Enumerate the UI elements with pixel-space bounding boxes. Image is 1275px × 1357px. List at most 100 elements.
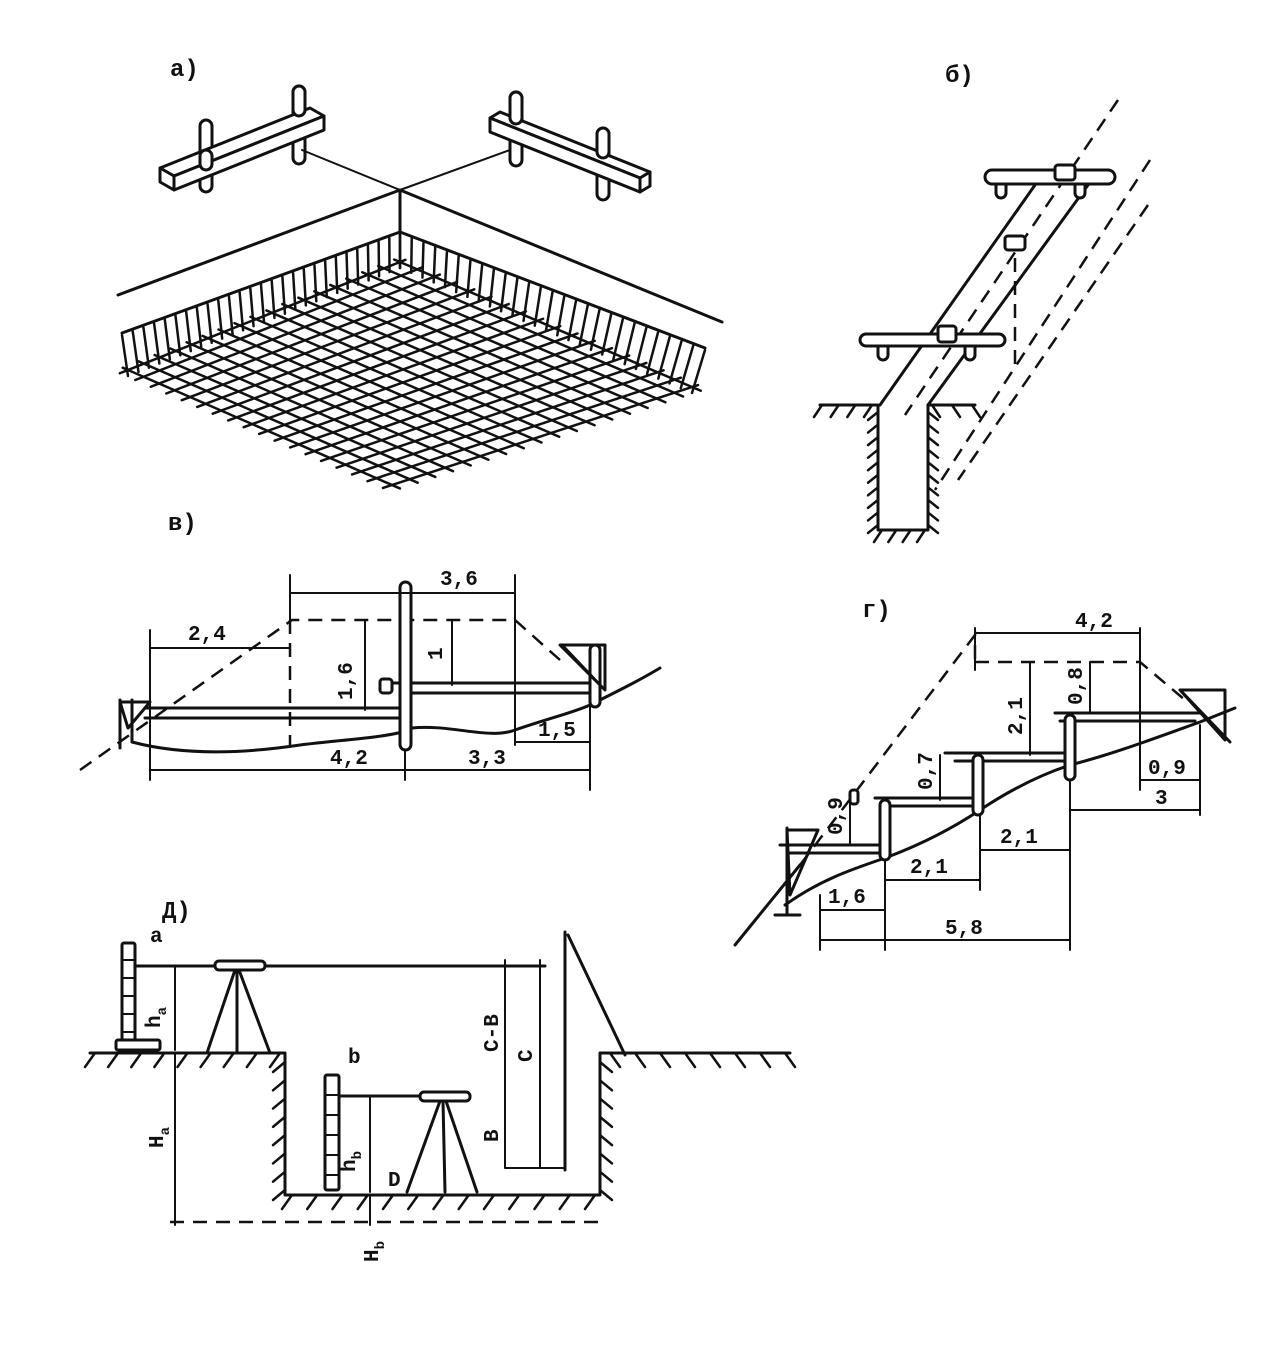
step-board-2 [873,796,980,808]
hatch-mark [633,1051,647,1069]
hatch-mark [846,403,857,419]
mesh-bar [249,315,543,444]
panel-b-label: б) [945,63,974,90]
board-clamp [848,788,860,806]
mesh-bar [265,309,561,438]
level-instrument-head [213,959,267,972]
hatch-mark [598,1152,614,1165]
panel-v-profile: в) 3,6 2,4 1,6 1 4,2 3,3 1,5 [79,511,662,791]
label-h-b-main: h [339,1159,362,1172]
hatch-mark [583,1193,597,1211]
plumb-bob [1003,234,1027,252]
mesh-bar [304,346,614,456]
mesh-bar [288,339,596,449]
hatch-mark [271,1115,287,1129]
dim-line-top [974,627,1141,791]
mesh-bar [180,288,476,402]
label-instrument: D [388,1170,401,1193]
mesh-bar [217,328,508,456]
mesh-bar [257,324,562,436]
dim-height-2: 1 [426,647,449,660]
hatch-mark [915,528,927,544]
hatch-mark [130,1051,143,1069]
hatch-mark [926,448,940,459]
dim-line-bottom [149,699,591,791]
mesh-bar [345,277,649,410]
hatch-mark [598,1188,614,1202]
hatch-mark [271,1152,287,1165]
mesh-bar [366,376,683,483]
hatch-mark [306,1193,319,1211]
mesh-bar [319,354,631,463]
hatch-mark [268,1051,282,1069]
trench-edge-line [878,183,1037,407]
dim-step-2: 2,1 [910,857,948,880]
hatch-mark [271,1188,287,1202]
hatch-mark [926,460,940,472]
hatch-mark [866,511,880,522]
hatch-mark [245,1051,259,1069]
upper-board [388,681,597,695]
panel-d-label: Д) [162,899,191,926]
rebar-bar [634,326,648,371]
hatch-mark [950,403,962,419]
hatch-mark [271,1133,287,1147]
stake [971,753,985,817]
bracket-levels [773,688,1232,917]
rebar-bar [679,344,695,390]
stake-top [198,148,214,172]
label-H-a-sub: a [158,1126,174,1135]
tripod-legs [405,1099,479,1194]
dim-top: 4,2 [1075,611,1113,634]
hatch-mark [829,403,840,419]
level-instrument-head [418,1090,472,1103]
dim-step-3: 2,1 [1000,827,1038,850]
hatch-mark [758,1051,772,1069]
hatch-mark [407,1193,420,1211]
hatch-mark [271,1097,287,1110]
hatch-mark [926,498,940,510]
label-h-a-sub: a [155,1006,171,1015]
hatch-mark [222,1051,235,1069]
hatch-mark [598,1097,614,1110]
board-clamp [1053,163,1077,182]
label-H-a: Ha [147,1126,174,1148]
hatch-mark [926,486,940,497]
hatch-mark [866,498,880,510]
hatch-mark [199,1051,212,1069]
hatch-mark [930,403,942,419]
mesh-bar [137,360,419,484]
mesh-bar [121,366,402,490]
stake-top [291,84,307,118]
hatch-mark [733,1051,747,1069]
mesh-bar [165,280,459,395]
dim-riser-right: 0,8 [1066,667,1089,705]
hatch-mark [866,473,880,485]
label-staff-b: b [348,1047,361,1070]
hatch-mark [926,523,940,535]
rebar-bar [612,317,625,361]
bracket-levels [118,643,607,750]
panel-a-foundation-corner: а) [116,57,724,490]
batter-board [858,332,1007,348]
hatch-mark [926,435,940,447]
hatch-mark [598,1115,614,1129]
label-h-a: ha [144,1006,171,1028]
hatch-mark [658,1051,672,1069]
long-staff [563,930,627,1172]
string-line [399,149,511,191]
rebar-bar [668,339,683,385]
hatch-mark [926,423,940,434]
board-clamp [378,677,394,695]
mesh-bar [153,353,437,479]
hatch-mark [153,1051,166,1069]
hatch-mark [866,523,880,535]
hatch-mark [608,1051,622,1069]
hatch-mark [432,1193,445,1211]
mesh-bar [195,295,493,409]
mesh-bar [185,340,472,467]
axis-dashed-line [933,159,1152,491]
label-h-a-main: h [144,1015,167,1028]
label-staff-a: a [150,926,163,949]
hatch-mark [866,435,880,447]
